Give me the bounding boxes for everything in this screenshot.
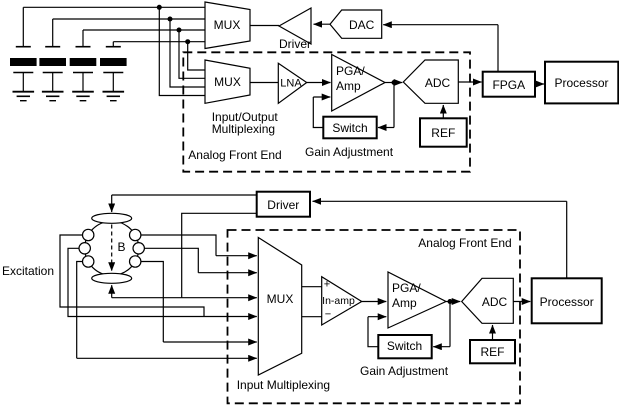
- coil-tap: [132, 242, 145, 255]
- mux-measure-label: MUX: [214, 75, 241, 89]
- io-mux-label-line2: Multiplexing: [211, 122, 276, 136]
- coil-tap: [78, 242, 91, 255]
- processor-label-top: Processor: [554, 76, 609, 90]
- dac-block: [329, 9, 383, 39]
- afe-label-top: Analog Front End: [188, 148, 282, 162]
- switch-block-bottom: [377, 334, 433, 360]
- adc-block-top: [402, 59, 459, 104]
- inamp-minus-label: −: [324, 308, 332, 321]
- ref-block-bottom: [469, 339, 516, 365]
- coil-tap: [128, 228, 142, 242]
- ref-block-top: [419, 117, 468, 148]
- mux-bottom-label: MUX: [266, 292, 294, 306]
- pga-amp-triangle-top: [331, 53, 387, 113]
- top-junction-dots: [156, 4, 397, 85]
- mux-trapezoid-top: [204, 1, 251, 50]
- coil-tap: [81, 228, 95, 242]
- pga-label-bottom-line2: Amp: [392, 295, 417, 310]
- coil-tap: [81, 255, 95, 268]
- inamp-triangle: [321, 275, 363, 327]
- switch-label-bottom: Switch: [386, 339, 423, 353]
- adc-block-bottom: [460, 277, 514, 324]
- switch-block-top: [322, 115, 378, 140]
- dac-label: DAC: [349, 17, 375, 32]
- pga-label-top-line1: PGA/: [336, 64, 365, 78]
- afe-label-bottom: Analog Front End: [418, 235, 512, 250]
- pga-amp-triangle-bottom: [387, 271, 448, 329]
- coil-tap: [128, 255, 142, 268]
- input-mux-label: Input Multiplexing: [236, 378, 331, 392]
- driver-amp-triangle: [277, 6, 312, 46]
- mux-trapezoid-measure: [204, 59, 251, 105]
- driver-label-top: Driver: [279, 36, 311, 51]
- ref-label-top: REF: [431, 126, 456, 140]
- processor-block-bottom: [530, 277, 603, 325]
- fpga-block: [481, 70, 537, 98]
- ref-label-bottom: REF: [480, 345, 505, 360]
- switch-label-top: Switch: [332, 121, 368, 135]
- io-mux-label-line1: Input/Output: [211, 110, 278, 124]
- inamp-plus-label: +: [323, 278, 331, 291]
- field-label: B: [117, 239, 126, 254]
- fpga-label: FPGA: [492, 77, 526, 92]
- mux-trapezoid-bottom: [257, 236, 303, 376]
- signal-junction-dot: [447, 299, 453, 304]
- driver-label-bottom: Driver: [267, 197, 300, 212]
- processor-label-bottom: Processor: [539, 294, 594, 309]
- pga-label-bottom-line1: PGA/: [392, 281, 421, 295]
- bottom-wiring: [59, 194, 568, 362]
- adc-label-top: ADC: [424, 75, 451, 90]
- processor-block-top: [544, 60, 619, 105]
- battery-cell-stack: [10, 7, 127, 102]
- pga-label-top-line2: Amp: [336, 79, 361, 93]
- gain-adjustment-label-bottom: Gain Adjustment: [360, 363, 449, 378]
- driver-block-bottom: [255, 190, 312, 218]
- mux-top-label: MUX: [213, 17, 241, 32]
- gain-adjustment-label-top: Gain Adjustment: [305, 145, 394, 159]
- lna-triangle: [277, 62, 308, 105]
- adc-label-bottom: ADC: [481, 295, 508, 309]
- excitation-label: Excitation: [2, 264, 55, 278]
- lna-label: LNA: [280, 77, 302, 89]
- afe-dashed-boundary-bottom: [226, 229, 521, 405]
- sensor-coil: [78, 212, 145, 284]
- inamp-label: In-amp: [322, 294, 355, 307]
- afe-dashed-boundary-top: [182, 51, 471, 173]
